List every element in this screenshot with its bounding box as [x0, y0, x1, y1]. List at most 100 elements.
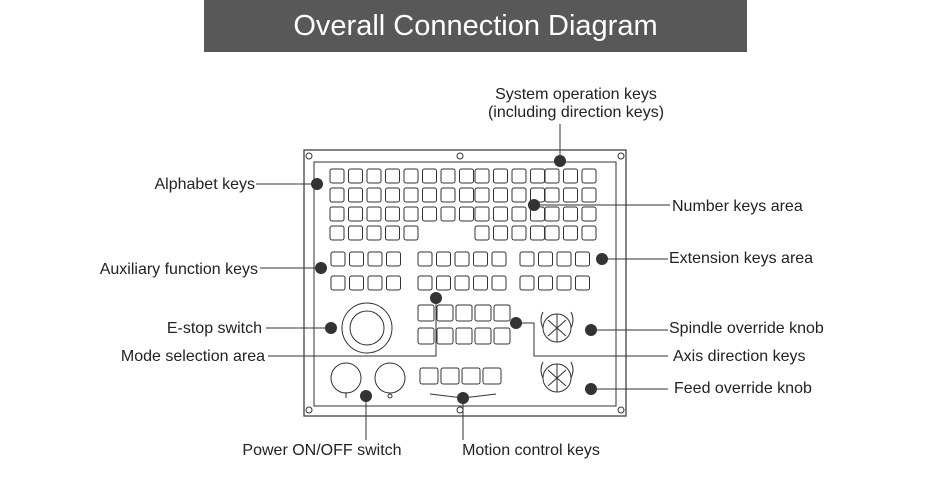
panel-key[interactable]: [329, 225, 345, 241]
panel-key[interactable]: [386, 251, 401, 267]
panel-key[interactable]: [436, 327, 454, 345]
panel-key[interactable]: [459, 206, 474, 222]
panel-key[interactable]: [366, 187, 382, 203]
panel-key[interactable]: [455, 327, 473, 345]
panel-key[interactable]: [511, 187, 527, 203]
panel-key[interactable]: [575, 251, 590, 267]
panel-key[interactable]: [385, 168, 400, 184]
panel-key[interactable]: [493, 206, 508, 222]
panel-key[interactable]: [556, 251, 572, 267]
panel-key[interactable]: [366, 168, 382, 184]
panel-key[interactable]: [519, 251, 535, 267]
panel-key[interactable]: [385, 206, 400, 222]
panel-key[interactable]: [440, 168, 456, 184]
panel-key[interactable]: [581, 206, 597, 222]
panel-key[interactable]: [544, 225, 560, 241]
panel-key[interactable]: [436, 251, 451, 267]
panel-key[interactable]: [530, 225, 545, 241]
panel-key[interactable]: [366, 206, 382, 222]
panel-key[interactable]: [474, 304, 492, 322]
panel-key[interactable]: [473, 275, 488, 291]
panel-key[interactable]: [544, 206, 560, 222]
panel-key[interactable]: [459, 187, 474, 203]
panel-key[interactable]: [349, 251, 364, 267]
panel-key[interactable]: [422, 206, 437, 222]
panel-key[interactable]: [417, 304, 435, 322]
panel-key[interactable]: [493, 187, 508, 203]
panel-key[interactable]: [422, 187, 437, 203]
panel-key[interactable]: [349, 275, 364, 291]
panel-key[interactable]: [575, 275, 590, 291]
panel-key[interactable]: [419, 367, 439, 385]
panel-key[interactable]: [403, 168, 419, 184]
panel-key[interactable]: [530, 168, 545, 184]
panel-key[interactable]: [366, 225, 382, 241]
panel-key[interactable]: [474, 327, 492, 345]
panel-key[interactable]: [417, 251, 433, 267]
panel-key[interactable]: [436, 304, 454, 322]
panel-key[interactable]: [544, 168, 560, 184]
panel-key[interactable]: [403, 206, 419, 222]
panel-key[interactable]: [440, 187, 456, 203]
panel-key[interactable]: [385, 187, 400, 203]
panel-key[interactable]: [511, 168, 527, 184]
panel-key[interactable]: [348, 206, 363, 222]
panel-key[interactable]: [473, 251, 488, 267]
panel-key[interactable]: [563, 187, 578, 203]
panel-key[interactable]: [417, 327, 435, 345]
panel-key[interactable]: [581, 187, 597, 203]
panel-key[interactable]: [348, 225, 363, 241]
panel-key[interactable]: [455, 304, 473, 322]
panel-key[interactable]: [581, 168, 597, 184]
panel-key[interactable]: [474, 206, 490, 222]
label-auxiliary-keys: Auxiliary function keys: [100, 261, 258, 278]
panel-key[interactable]: [491, 251, 507, 267]
panel-key[interactable]: [474, 187, 490, 203]
panel-key[interactable]: [440, 367, 460, 385]
panel-key[interactable]: [329, 206, 345, 222]
panel-key[interactable]: [403, 187, 419, 203]
panel-key[interactable]: [538, 275, 553, 291]
panel-key[interactable]: [544, 187, 560, 203]
power-switch[interactable]: [330, 362, 406, 399]
panel-key[interactable]: [436, 275, 451, 291]
panel-key[interactable]: [563, 168, 578, 184]
panel-key[interactable]: [385, 225, 400, 241]
panel-key[interactable]: [461, 367, 481, 385]
panel-key[interactable]: [474, 168, 490, 184]
panel-key[interactable]: [454, 251, 470, 267]
panel-key[interactable]: [493, 327, 511, 345]
panel-key[interactable]: [330, 251, 346, 267]
panel-key[interactable]: [329, 168, 345, 184]
panel-key[interactable]: [403, 225, 419, 241]
panel-key[interactable]: [367, 251, 383, 267]
panel-key[interactable]: [538, 251, 553, 267]
panel-key[interactable]: [491, 275, 507, 291]
panel-key[interactable]: [556, 275, 572, 291]
panel-key[interactable]: [440, 206, 456, 222]
panel-key[interactable]: [474, 225, 490, 241]
panel-key[interactable]: [367, 275, 383, 291]
panel-key[interactable]: [519, 275, 535, 291]
panel-key[interactable]: [563, 206, 578, 222]
panel-key[interactable]: [329, 187, 345, 203]
estop-switch[interactable]: [341, 302, 393, 354]
panel-key[interactable]: [482, 367, 502, 385]
spindle-override-knob[interactable]: [540, 311, 574, 343]
panel-key[interactable]: [563, 225, 578, 241]
panel-key[interactable]: [417, 275, 433, 291]
panel-key[interactable]: [330, 275, 346, 291]
feed-override-knob[interactable]: [540, 361, 574, 393]
panel-key[interactable]: [493, 225, 508, 241]
panel-key[interactable]: [581, 225, 597, 241]
panel-key[interactable]: [454, 275, 470, 291]
panel-key[interactable]: [493, 304, 511, 322]
panel-key[interactable]: [511, 206, 527, 222]
panel-key[interactable]: [459, 168, 474, 184]
panel-key[interactable]: [511, 225, 527, 241]
panel-key[interactable]: [386, 275, 401, 291]
panel-key[interactable]: [348, 187, 363, 203]
panel-key[interactable]: [422, 168, 437, 184]
panel-key[interactable]: [493, 168, 508, 184]
panel-key[interactable]: [348, 168, 363, 184]
